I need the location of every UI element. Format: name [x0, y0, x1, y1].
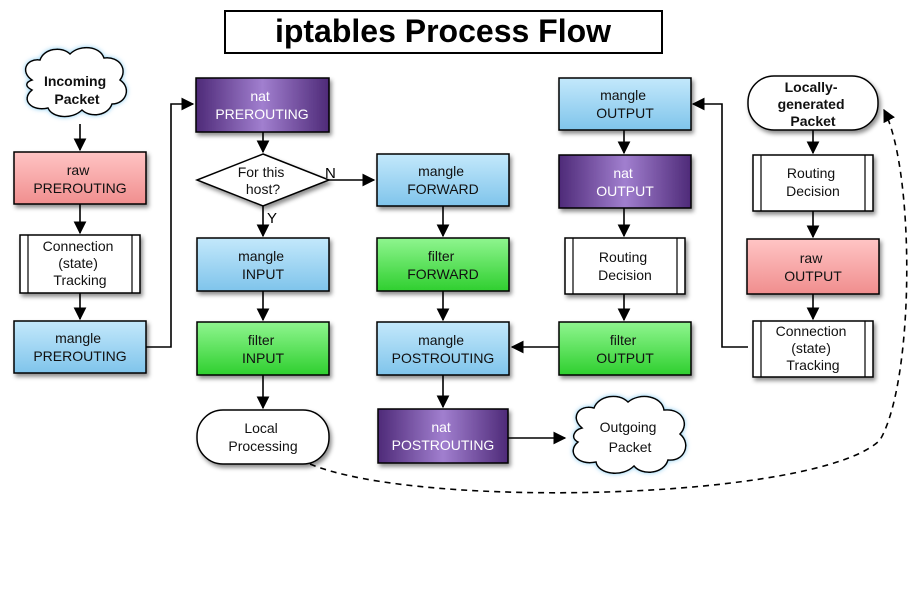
label-mangle-forward-line2: FORWARD [407, 181, 479, 197]
label-conntrack-in: Connection (state) Tracking [43, 238, 118, 288]
label-nat-prerouting-line2: PREROUTING [215, 106, 308, 122]
label-mangle-forward: mangle FORWARD [407, 163, 479, 197]
label-filter-output: filter OUTPUT [596, 332, 654, 366]
label-mangle-output-line2: OUTPUT [596, 105, 654, 121]
label-conntrack-in-line3: Tracking [53, 272, 106, 288]
node-filter-output [558, 321, 692, 376]
label-mangle-forward-line1: mangle [418, 163, 464, 179]
label-routing-decision-output: Routing Decision [598, 249, 652, 283]
label-filter-output-line2: OUTPUT [596, 350, 654, 366]
label-local-processing-line1: Local [244, 420, 277, 436]
label-local-processing: Local Processing [228, 420, 297, 454]
label-decision-line1: For this [238, 164, 285, 180]
label-mangle-input-line2: INPUT [242, 266, 284, 282]
node-nat-prerouting [195, 77, 330, 133]
node-raw-prerouting [13, 151, 147, 205]
label-mangle-postrouting-line1: mangle [418, 332, 464, 348]
label-filter-output-line1: filter [610, 332, 637, 348]
label-outgoing-line2: Packet [609, 439, 652, 455]
node-conntrack-in [19, 234, 141, 294]
label-nat-postrouting-line2: POSTROUTING [392, 437, 495, 453]
label-mangle-prerouting-line2: PREROUTING [33, 348, 126, 364]
label-routing-decision-local: Routing Decision [786, 165, 840, 199]
label-nat-prerouting: nat PREROUTING [215, 88, 308, 122]
label-conntrack-out-line3: Tracking [786, 357, 839, 373]
label-decision-line2: host? [246, 181, 280, 197]
label-filter-input-line2: INPUT [242, 350, 284, 366]
label-filter-input: filter INPUT [242, 332, 284, 366]
label-outgoing-line1: Outgoing [600, 419, 657, 435]
label-raw-output-line2: OUTPUT [784, 268, 842, 284]
label-nat-prerouting-line1: nat [250, 88, 270, 104]
edges [73, 97, 908, 494]
node-locally-generated-packet [747, 75, 879, 131]
node-mangle-postrouting [376, 321, 510, 376]
label-filter-forward-line1: filter [428, 248, 455, 264]
label-locally-generated-line3: Packet [790, 113, 835, 129]
node-outgoing-packet [572, 395, 687, 474]
node-routing-decision-local [752, 154, 874, 212]
label-mangle-input-line1: mangle [238, 248, 284, 264]
label-nat-output-line2: OUTPUT [596, 183, 654, 199]
label-incoming-line2: Packet [54, 91, 99, 107]
label-raw-prerouting-line1: raw [67, 162, 90, 178]
label-incoming-line1: Incoming [44, 73, 106, 89]
label-filter-input-line1: filter [248, 332, 275, 348]
label-nat-postrouting-line1: nat [431, 419, 451, 435]
label-routing2-line1: Routing [787, 165, 835, 181]
node-filter-forward [376, 237, 510, 292]
page-title: iptables Process Flow [275, 13, 611, 49]
node-nat-output [558, 154, 692, 209]
node-mangle-output [558, 77, 692, 131]
label-conntrack-out: Connection (state) Tracking [776, 323, 851, 373]
node-nat-postrouting [377, 408, 509, 464]
label-conntrack-out-line1: Connection [776, 323, 847, 339]
node-mangle-forward [376, 153, 510, 207]
label-incoming-packet: Incoming Packet [44, 73, 110, 107]
label-mangle-output: mangle OUTPUT [596, 87, 654, 121]
label-outgoing-packet: Outgoing Packet [600, 419, 661, 455]
label-locally-generated-line2: generated [778, 96, 845, 112]
label-filter-forward-line2: FORWARD [407, 266, 479, 282]
label-mangle-output-line1: mangle [600, 87, 646, 103]
label-locally-generated-line1: Locally- [785, 79, 838, 95]
label-locally-generated: Locally- generated Packet [778, 79, 849, 129]
label-nat-output: nat OUTPUT [596, 165, 654, 199]
label-conntrack-in-line2: (state) [58, 255, 98, 271]
node-conntrack-out [752, 320, 874, 378]
label-raw-output-line1: raw [800, 250, 823, 266]
label-nat-postrouting: nat POSTROUTING [392, 419, 495, 453]
label-nat-output-line1: nat [613, 165, 633, 181]
label-filter-forward: filter FORWARD [407, 248, 479, 282]
label-mangle-postrouting: mangle POSTROUTING [392, 332, 495, 366]
label-conntrack-in-line1: Connection [43, 238, 114, 254]
title-box: iptables Process Flow [224, 10, 663, 54]
label-mangle-input: mangle INPUT [238, 248, 288, 282]
label-routing1-line1: Routing [599, 249, 647, 265]
node-mangle-input [196, 237, 330, 292]
label-mangle-postrouting-line2: POSTROUTING [392, 350, 495, 366]
node-routing-decision-output [564, 237, 686, 295]
node-incoming-packet [24, 46, 128, 118]
label-local-processing-line2: Processing [228, 438, 297, 454]
node-mangle-prerouting [13, 320, 147, 374]
label-conntrack-out-line2: (state) [791, 340, 831, 356]
edge-label-yes: Y [267, 210, 277, 227]
label-raw-output: raw OUTPUT [784, 250, 842, 284]
label-routing1-line2: Decision [598, 267, 652, 283]
label-mangle-prerouting-line1: mangle [55, 330, 101, 346]
label-decision: For this host? [238, 164, 289, 197]
node-raw-output [746, 238, 880, 295]
label-raw-prerouting-line2: PREROUTING [33, 180, 126, 196]
edge-mangle-pre-to-nat-pre [146, 97, 195, 348]
node-local-processing [196, 409, 330, 465]
node-decision-for-this-host [194, 153, 332, 207]
label-routing2-line2: Decision [786, 183, 840, 199]
label-raw-prerouting: raw PREROUTING [33, 162, 126, 196]
label-mangle-prerouting: mangle PREROUTING [33, 330, 126, 364]
edge-label-no: N [325, 165, 336, 182]
edge-conntrack-out-to-mangle-out [691, 97, 748, 348]
node-filter-input [196, 321, 330, 376]
